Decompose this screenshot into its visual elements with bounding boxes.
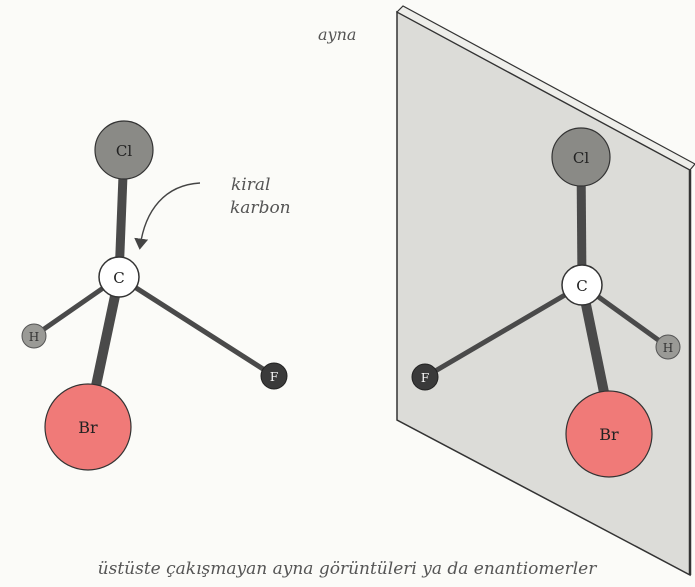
svg-text:Br: Br (78, 418, 98, 437)
chlorine-atom: Cl (551, 127, 611, 187)
svg-text:C: C (113, 269, 124, 287)
fluorine-atom: F (260, 362, 288, 390)
mirror-face (396, 10, 691, 577)
carbon-atom: C (561, 264, 603, 306)
fluorine-atom: F (411, 363, 439, 391)
right-molecule: Cl H Br F C (411, 127, 681, 478)
chiral-label-line1: kiral (231, 175, 270, 195)
bromine-atom: Br (565, 390, 653, 478)
svg-text:Cl: Cl (116, 142, 132, 160)
svg-text:Cl: Cl (573, 149, 589, 167)
carbon-atom: C (98, 256, 140, 298)
bond-c-f (423, 282, 584, 380)
svg-text:H: H (29, 330, 39, 344)
svg-text:Br: Br (599, 425, 619, 444)
mirror-plane (396, 5, 695, 577)
left-molecule: Cl H Br F C (21, 120, 288, 471)
hydrogen-atom: H (655, 334, 681, 360)
hydrogen-atom: H (21, 323, 47, 349)
chiral-label-line2: karbon (230, 198, 291, 218)
svg-text:F: F (421, 371, 429, 385)
svg-text:C: C (576, 277, 587, 295)
svg-text:H: H (663, 341, 673, 355)
mirror-edge (396, 5, 695, 171)
svg-text:F: F (270, 370, 278, 384)
bond-c-br (577, 283, 612, 409)
mirror-label: ayna (318, 25, 356, 44)
chlorine-atom: Cl (94, 120, 154, 180)
bromine-atom: Br (44, 383, 132, 471)
caption: üstüste çakışmayan ayna görüntüleri ya d… (98, 559, 598, 579)
chiral-arrow (134, 182, 201, 250)
bond-c-br (88, 275, 124, 402)
bond-c-f (117, 274, 276, 379)
